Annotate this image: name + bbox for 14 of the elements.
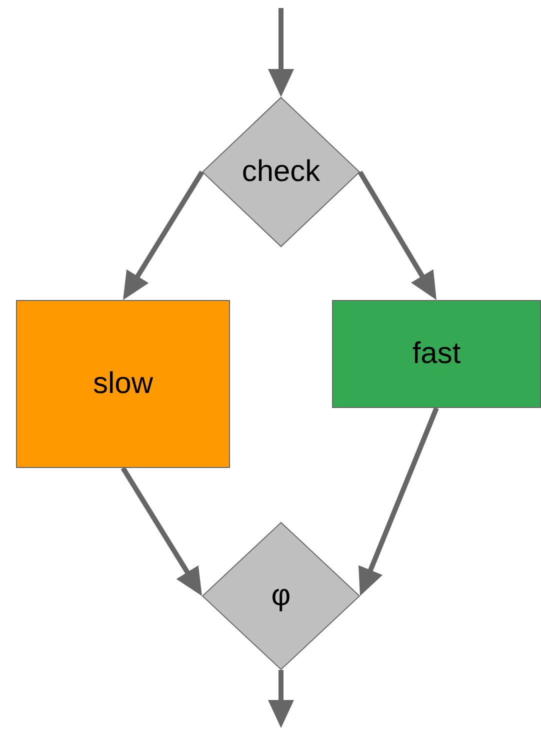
decision-diamond [202,522,360,670]
node-label: check [242,155,320,189]
arrow [120,466,202,596]
node-label: slow [92,367,153,401]
node-label: fast [412,337,461,371]
arrow [123,170,204,300]
node-label: φ [271,579,291,613]
arrow [268,670,294,728]
arrow [358,170,436,300]
process-box [16,300,230,468]
arrow [268,8,294,97]
process-box [332,300,541,408]
decision-diamond [202,97,360,247]
arrow [358,407,439,596]
